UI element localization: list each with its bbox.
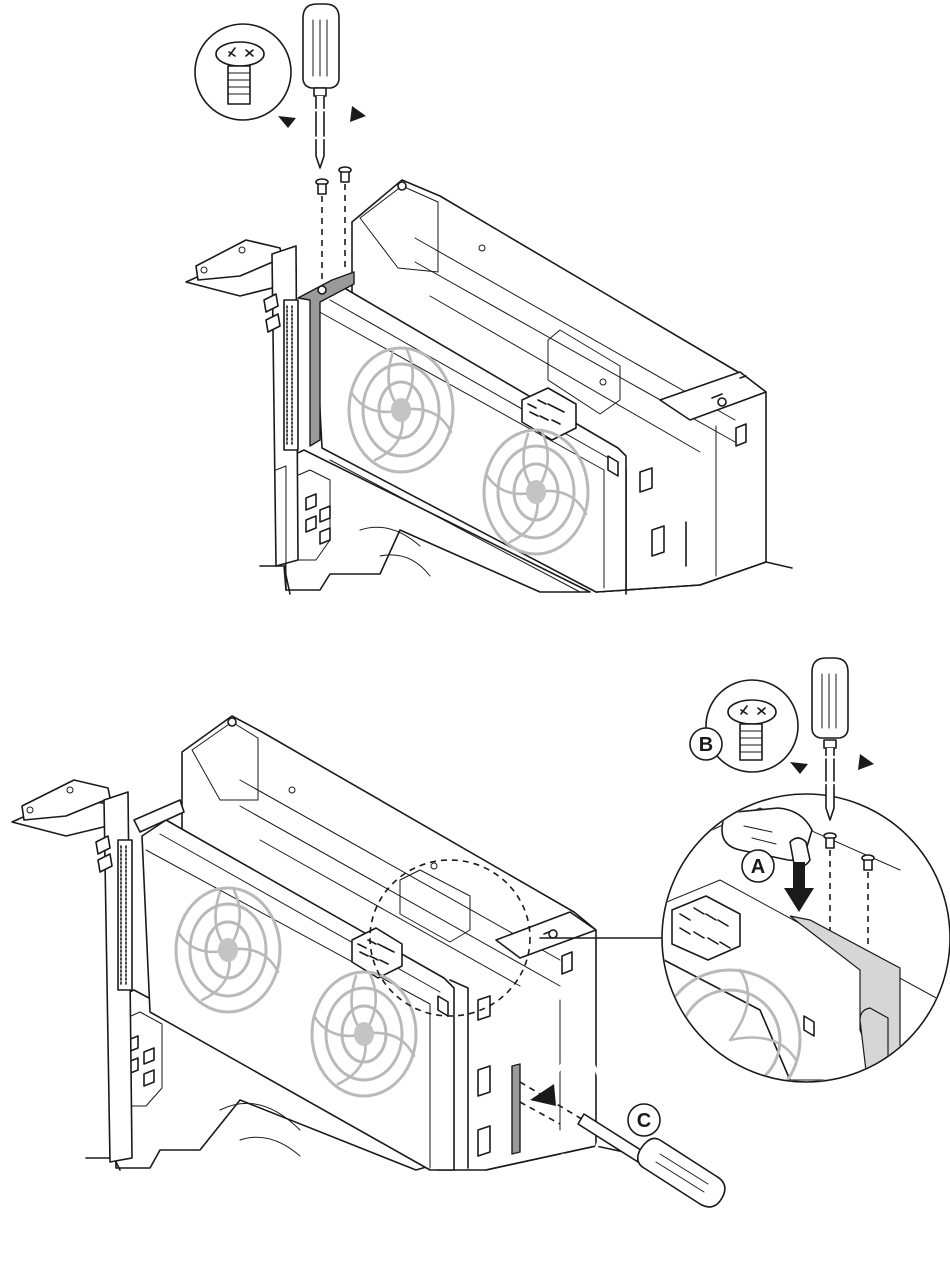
screw-detail-circle bbox=[195, 24, 291, 120]
callout-c: C bbox=[628, 1104, 660, 1136]
detail-circle: A bbox=[660, 794, 950, 1110]
screw-detail-circle bbox=[706, 680, 798, 772]
callout-a-label: A bbox=[751, 856, 765, 878]
top-step-illustration bbox=[186, 4, 792, 594]
callout-b: B bbox=[690, 728, 722, 760]
bottom-step-illustration: C bbox=[12, 658, 950, 1207]
slot-cover-assembly bbox=[186, 240, 298, 586]
callout-c-label: C bbox=[637, 1110, 651, 1132]
callout-a: A bbox=[742, 850, 774, 882]
screwdriver-icon bbox=[303, 4, 339, 168]
callout-b-label: B bbox=[699, 734, 713, 756]
